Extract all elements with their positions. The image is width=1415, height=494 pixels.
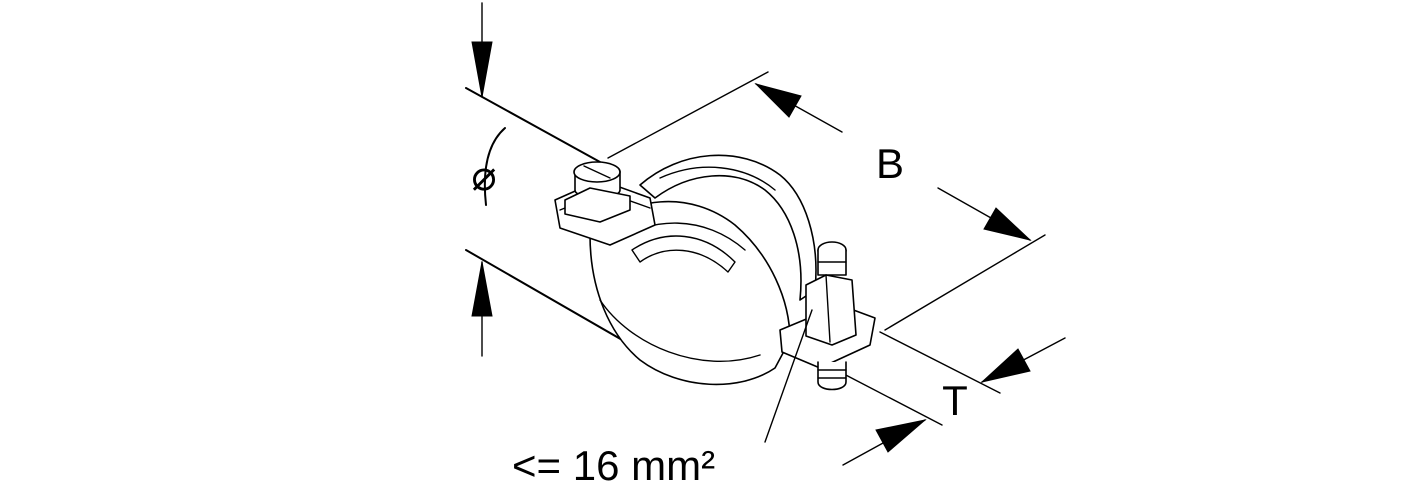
pipe-clamp — [554, 154, 876, 391]
right-bolt — [805, 241, 857, 391]
clamp-slot — [631, 235, 736, 273]
thickness-dimension: T — [839, 331, 1066, 466]
diameter-dimension: ⌀ — [471, 2, 497, 357]
width-top-arrow — [754, 83, 802, 118]
diameter-label: ⌀ — [471, 152, 496, 199]
diameter-top-arrow — [471, 41, 493, 98]
thickness-label: T — [942, 377, 968, 424]
width-label: B — [876, 140, 904, 187]
conductor-callout: <= 16 mm² — [512, 309, 813, 489]
thickness-bottom-arrow — [875, 419, 927, 453]
diameter-bottom-arrow — [471, 261, 493, 317]
width-dimension: B — [607, 71, 1046, 331]
width-bottom-arrow — [983, 207, 1032, 241]
thickness-top-arrow — [980, 348, 1031, 383]
conductor-cross-section-label: <= 16 mm² — [512, 442, 715, 489]
left-screw — [564, 161, 631, 223]
